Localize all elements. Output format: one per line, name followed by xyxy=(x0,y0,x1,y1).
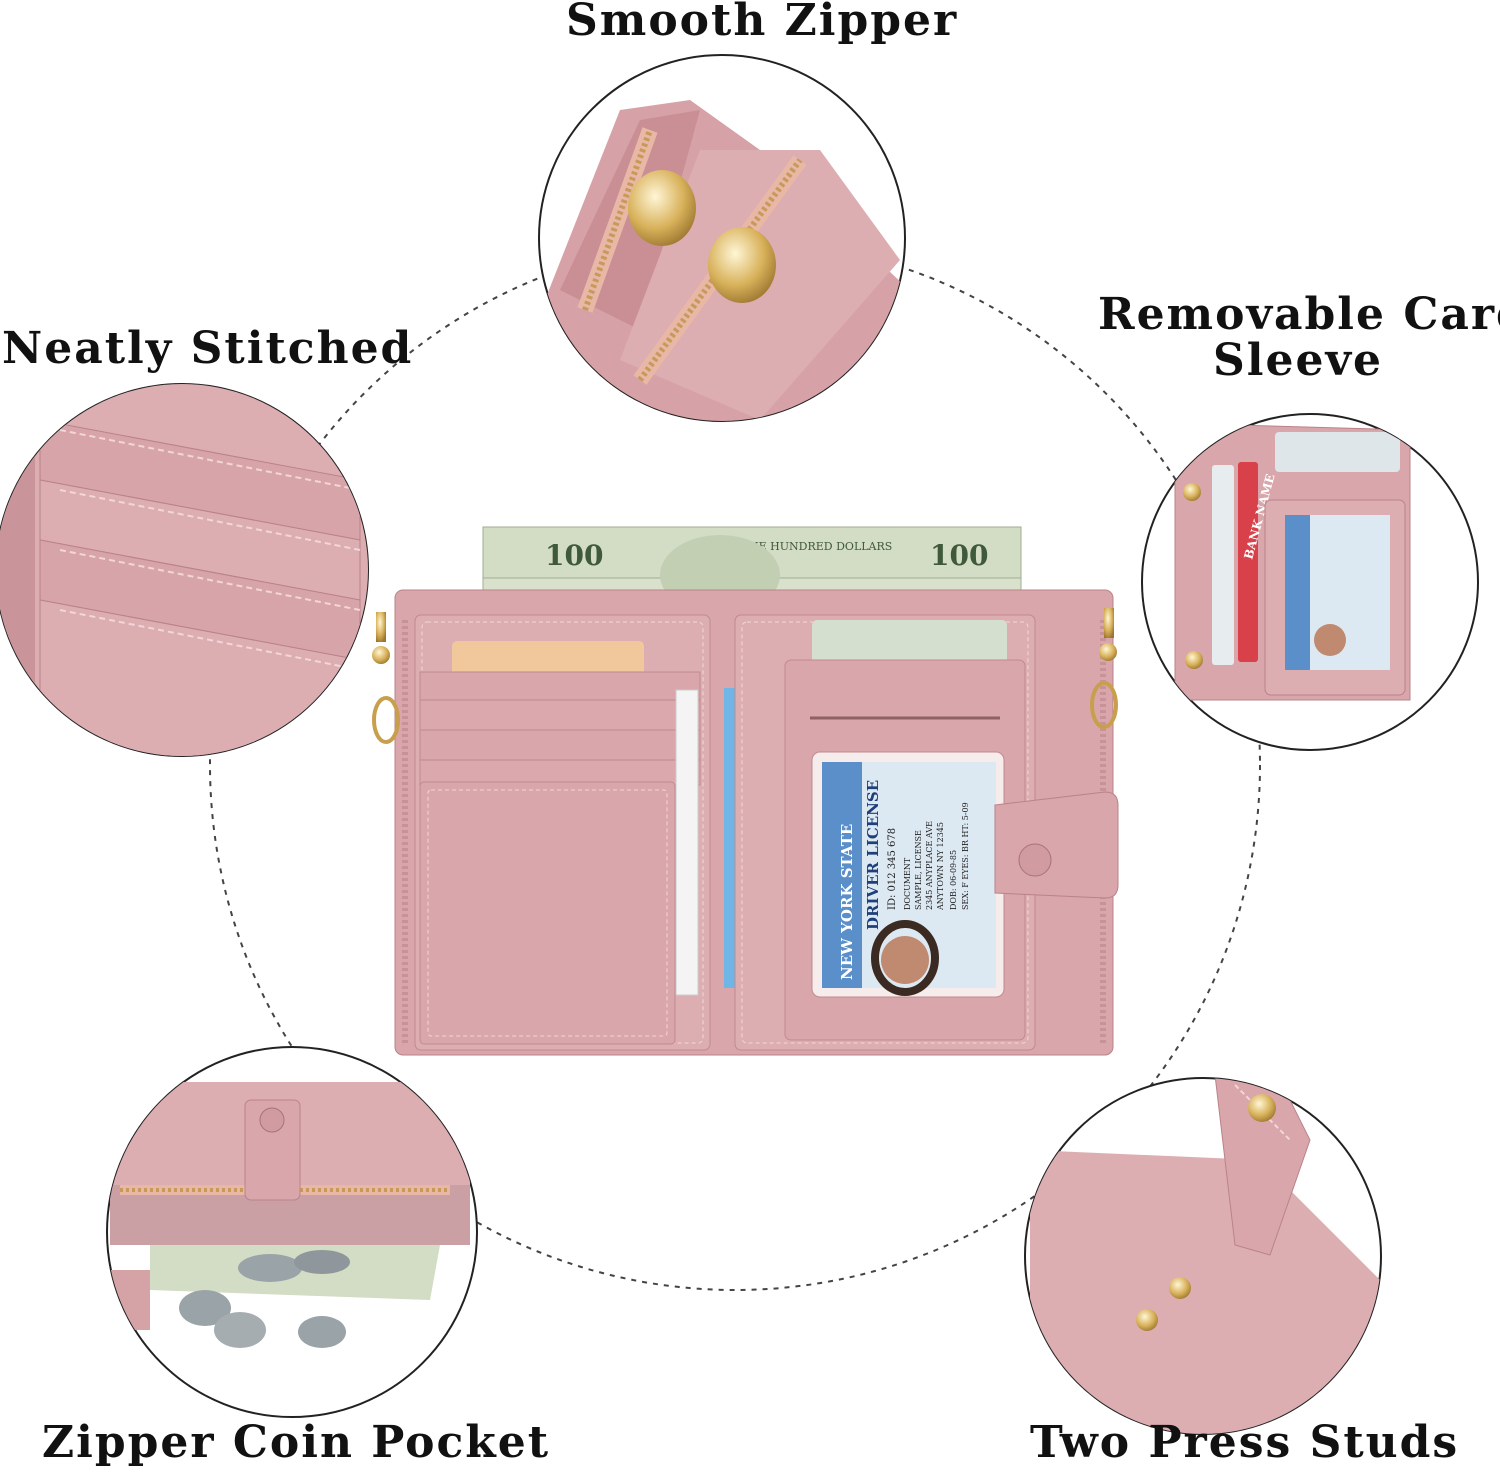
label-removable-card-sleeve-line2: Sleeve xyxy=(1212,335,1384,387)
coin-icon xyxy=(298,1316,346,1348)
wallet-main: 100 100 ONE HUNDRED DOLLARS 100 100 xyxy=(372,526,1119,1056)
id-dob: DOB: 06-09-85 xyxy=(949,850,958,910)
coin-icon xyxy=(214,1312,266,1348)
press-stud-icon xyxy=(1136,1309,1158,1331)
bill-denomination-left: 100 xyxy=(545,539,603,572)
detail-circle-coin-pocket xyxy=(106,1046,478,1418)
label-neatly-stitched: Neatly Stitched xyxy=(2,323,414,374)
dashed-ring xyxy=(209,239,1261,1291)
press-stud-icon xyxy=(1183,483,1201,501)
detail-circle-zipper xyxy=(538,54,906,422)
label-removable-card-sleeve: Removable Card Sleeve xyxy=(1098,289,1500,387)
bill-text: ONE HUNDRED DOLLARS xyxy=(740,540,892,553)
label-smooth-zipper: Smooth Zipper xyxy=(566,0,959,46)
label-removable-card-sleeve-line1: Removable Card xyxy=(1098,289,1500,340)
id-name1: DOCUMENT xyxy=(903,857,912,910)
press-stud-icon xyxy=(1248,1094,1276,1122)
label-zipper-coin-pocket: Zipper Coin Pocket xyxy=(42,1417,551,1468)
zipper-pull-icon xyxy=(1090,608,1118,729)
zipper-pull-icon xyxy=(628,170,696,246)
snap-tab xyxy=(994,791,1119,899)
press-stud-icon xyxy=(259,1107,285,1133)
press-stud-icon xyxy=(1018,843,1052,877)
bill-denomination-right: 100 xyxy=(930,539,988,572)
id-number: ID: 012 345 678 xyxy=(887,828,898,910)
zipper-pull-icon xyxy=(708,227,776,303)
zipper-pull-icon xyxy=(372,612,400,744)
id-name2: SAMPLE, LICENSE xyxy=(914,830,923,910)
press-stud-icon xyxy=(1185,651,1203,669)
id-addr2: ANYTOWN NY 12345 xyxy=(936,822,945,911)
coin-icon xyxy=(179,1290,231,1326)
coin-icon xyxy=(294,1250,350,1274)
detail-circle-stitched xyxy=(0,383,369,757)
id-type: DRIVER LICENSE xyxy=(864,780,882,930)
id-sex: SEX: F EYES: BR HT: 5-09 xyxy=(961,802,970,910)
detail-circle-press-studs xyxy=(1024,1077,1382,1435)
detail-circle-sleeve: BANK NAME xyxy=(1141,413,1479,751)
id-addr1: 2345 ANYPLACE AVE xyxy=(925,821,934,910)
id-card-window: NEW YORK STATE DRIVER LICENSE ID: 012 34… xyxy=(811,751,1005,998)
press-stud-icon xyxy=(1169,1277,1191,1299)
label-two-press-studs: Two Press Studs xyxy=(1030,1417,1460,1468)
coin-icon xyxy=(238,1254,302,1282)
id-state: NEW YORK STATE xyxy=(838,824,856,980)
